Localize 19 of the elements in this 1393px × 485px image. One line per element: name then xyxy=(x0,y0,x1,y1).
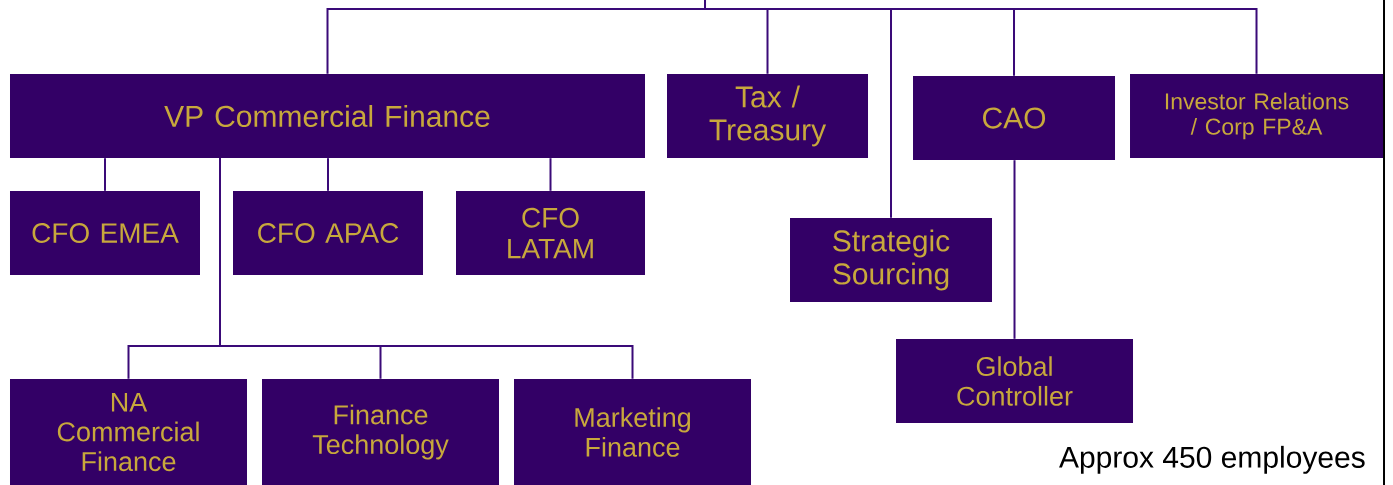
connector-line xyxy=(1013,159,1016,340)
connector-line xyxy=(704,0,1258,75)
org-box: Investor Relations / Corp FP&A xyxy=(1130,74,1383,158)
org-box: NA Commercial Finance xyxy=(10,379,247,485)
connector-line xyxy=(549,157,552,192)
org-box: Finance Technology xyxy=(262,379,499,485)
org-box: Global Controller xyxy=(896,339,1133,423)
org-box: Tax / Treasury xyxy=(667,74,868,158)
org-box: Marketing Finance xyxy=(514,379,751,485)
org-box: CFO LATAM xyxy=(456,191,645,275)
org-box: Strategic Sourcing xyxy=(790,218,992,302)
org-box: CFO APAC xyxy=(233,191,423,275)
note-text: Approx 450 employees xyxy=(1059,445,1365,474)
connector-line xyxy=(327,157,329,192)
connector-line xyxy=(104,157,106,192)
org-box: VP Commercial Finance xyxy=(10,74,645,158)
org-box: CAO xyxy=(913,76,1115,160)
connector-line xyxy=(219,157,634,380)
org-box: CFO EMEA xyxy=(10,191,200,275)
